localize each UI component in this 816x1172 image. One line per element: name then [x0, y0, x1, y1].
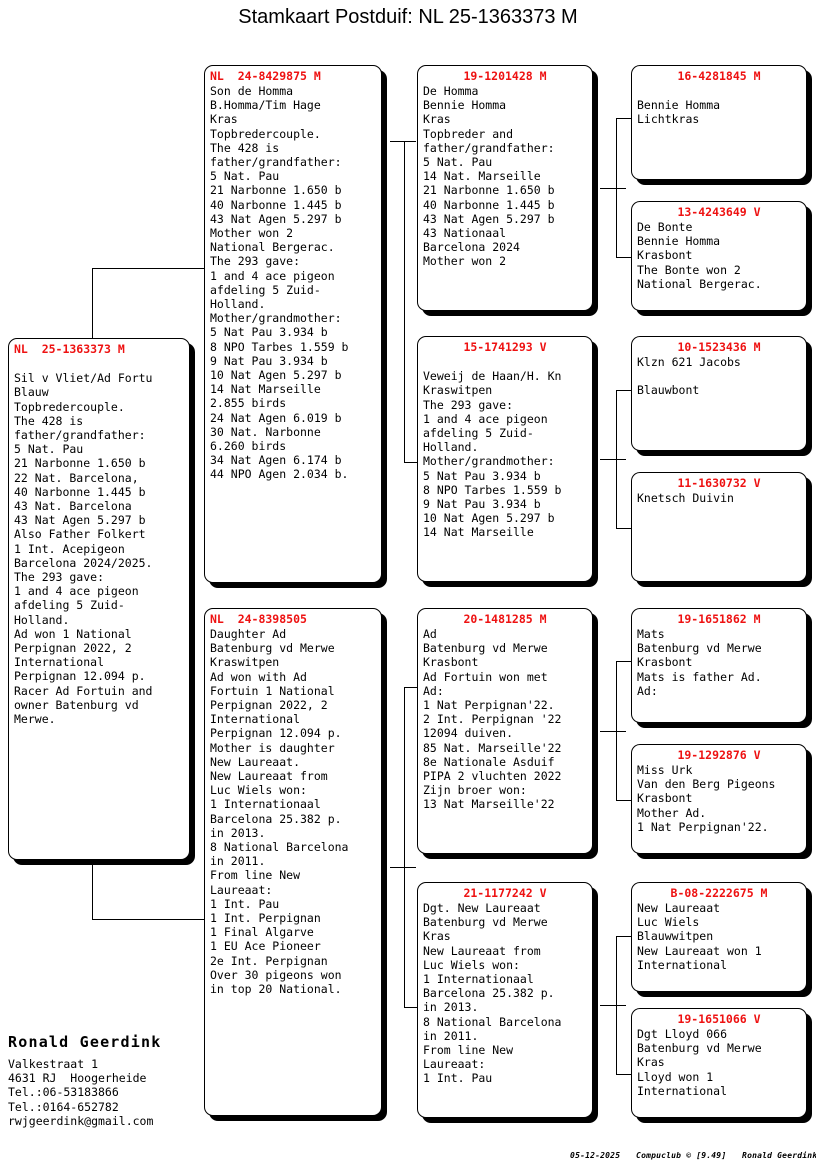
- connector-g2a-in: [600, 188, 626, 190]
- ring-number: B-08-2222675 M: [670, 886, 768, 900]
- ring-number: NL 24-8429875 M: [210, 69, 321, 83]
- ring-number: 20-1481285 M: [463, 612, 547, 626]
- connector-g2d-in: [600, 1005, 626, 1007]
- connector-g2b-top: [616, 390, 632, 392]
- connector-g1b-bottom: [404, 1007, 417, 1009]
- ring-number: 19-1292876 V: [677, 748, 761, 762]
- ring-number: 10-1523436 M: [677, 340, 761, 354]
- footer-credit: 05-12-2025 Compuclub © [9.49] Ronald Geerd…: [560, 1139, 816, 1161]
- footer-software: Compuclub © [9.49]: [636, 1151, 727, 1160]
- connector-g2c-in: [600, 731, 626, 733]
- ring-number: 11-1630732 V: [677, 476, 761, 490]
- ring-number: 19-1201428 M: [463, 69, 547, 83]
- connector-g1b-topstub: [404, 687, 417, 689]
- footer-user: Ronald Geerdink: [742, 1151, 816, 1160]
- connector-g1b-top: [390, 867, 416, 869]
- connector-subject-top: [92, 268, 205, 270]
- ring-number: 16-4281845 M: [677, 69, 761, 83]
- connector-g1b-vertical: [404, 687, 406, 1008]
- connector-g2a-top: [616, 118, 632, 120]
- connector-g1a-vertical: [404, 141, 406, 463]
- ring-number: 19-1651862 M: [677, 612, 761, 626]
- owner-name: Ronald Geerdink: [8, 1033, 162, 1051]
- ring-number: 15-1741293 V: [463, 340, 547, 354]
- page-title: Stamkaart Postduif: NL 25-1363373 M: [238, 6, 578, 28]
- pigeon-details: Klzn 621 Jacobs Blauwbont: [637, 355, 741, 398]
- connector-subject-bottom: [92, 919, 205, 921]
- pedigree-box-gen3-3[interactable]: 10-1523436 M Klzn 621 Jacobs Blauwbont: [631, 336, 807, 451]
- ring-number: 21-1177242 V: [463, 886, 547, 900]
- connector-g2c-bottom: [616, 800, 632, 802]
- connector-g2b-in: [600, 459, 626, 461]
- connector-g1a-bottom: [404, 462, 417, 464]
- ring-number: NL 24-8398505: [210, 612, 307, 626]
- footer-date: 05-12-2025: [570, 1151, 621, 1160]
- connector-g2b-bottom: [616, 528, 632, 530]
- connector-g2a-bottom: [616, 257, 632, 259]
- connector-g1a-top: [390, 141, 416, 143]
- connector-g2c-top: [616, 661, 632, 663]
- ring-number: 13-4243649 V: [677, 205, 761, 219]
- pigeon-details: Knetsch Duivin: [637, 491, 734, 505]
- pedigree-box-gen3-4[interactable]: 11-1630732 V Knetsch Duivin: [631, 472, 807, 582]
- connector-g2d-top: [616, 936, 632, 938]
- ring-number: 19-1651066 V: [677, 1012, 761, 1026]
- ring-number: NL 25-1363373 M: [14, 342, 125, 356]
- connector-g2d-bottom: [616, 1074, 632, 1076]
